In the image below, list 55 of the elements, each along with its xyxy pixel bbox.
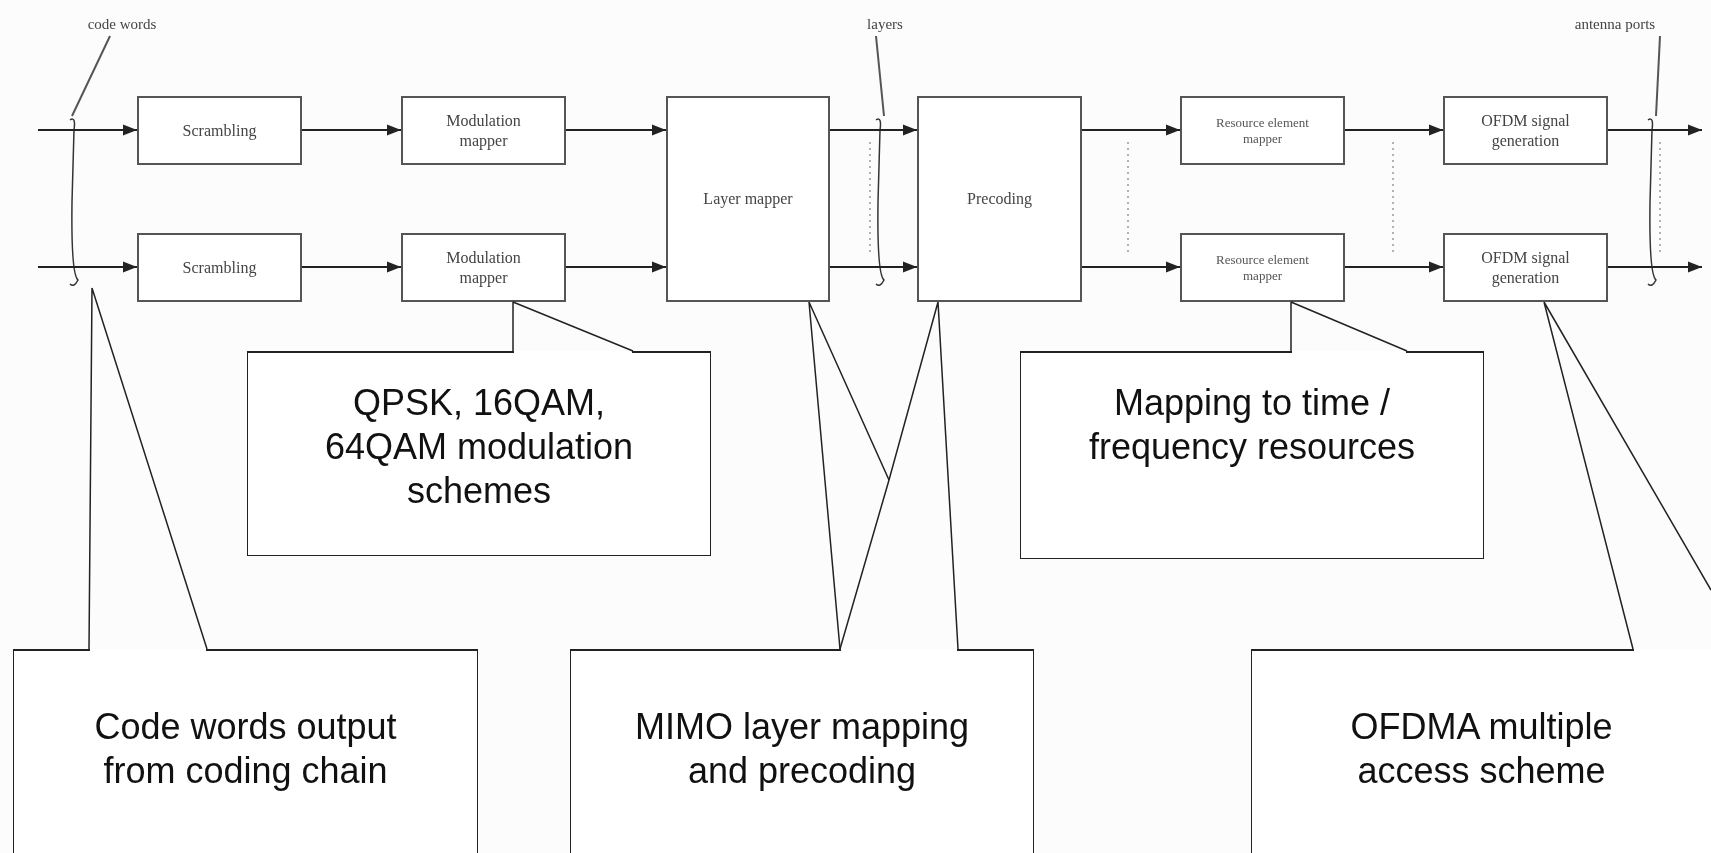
leader-line	[875, 35, 885, 117]
callout-pointer	[808, 301, 890, 650]
process-box	[137, 233, 302, 302]
node-text: Precoding	[967, 189, 1032, 209]
callout-box	[1020, 351, 1484, 559]
process-box	[917, 96, 1082, 302]
process-box	[401, 233, 566, 302]
node-text: Code words output from coding chain	[93, 705, 398, 793]
arrow	[37, 261, 138, 273]
node-text: OFDM signal generation	[1480, 247, 1571, 288]
node-text: OFDM signal generation	[1480, 110, 1571, 151]
arrow	[1081, 261, 1181, 273]
process-box	[1443, 233, 1608, 302]
node-text: QPSK, 16QAM, 64QAM modulation schemes	[323, 381, 635, 513]
arrow	[301, 261, 402, 273]
process-box	[137, 96, 302, 165]
node-text: OFDMA multiple access scheme	[1349, 705, 1614, 793]
node-text: Resource element mapper	[1215, 114, 1310, 147]
node-text: Mapping to time / frequency resources	[1087, 381, 1417, 469]
callout-pointer	[88, 287, 208, 650]
callout-box	[247, 351, 711, 556]
callout-box	[13, 649, 478, 853]
leader-line	[1655, 35, 1661, 117]
node-text: layers	[867, 14, 903, 34]
node-text: Scrambling	[182, 257, 257, 278]
arrow	[829, 261, 918, 273]
process-box	[1443, 96, 1608, 165]
callout-box	[570, 649, 1034, 853]
arrow	[1081, 124, 1181, 136]
arrow	[1607, 261, 1703, 273]
node-text: antenna ports	[1574, 14, 1656, 34]
arrow	[1607, 124, 1703, 136]
process-box	[401, 96, 566, 165]
node-text: Scrambling	[182, 120, 257, 141]
node-text: Resource element mapper	[1215, 251, 1310, 284]
node-text: MIMO layer mapping and precoding	[633, 705, 971, 793]
arrow	[1344, 124, 1444, 136]
callout-pointer	[1290, 301, 1408, 352]
process-box	[666, 96, 830, 302]
callout-pointer	[512, 301, 634, 352]
node-text: Layer mapper	[703, 189, 793, 209]
arrow	[37, 124, 138, 136]
arrow	[565, 124, 667, 136]
callout-pointer	[839, 301, 959, 650]
process-box	[1180, 233, 1345, 302]
arrow	[565, 261, 667, 273]
arrow	[1344, 261, 1444, 273]
callout-pointer	[1543, 301, 1711, 650]
process-box	[1180, 96, 1345, 165]
arrow	[301, 124, 402, 136]
arrow	[829, 124, 918, 136]
node-text: Modulation mapper	[445, 110, 522, 151]
node-text: code words	[87, 14, 157, 34]
node-text: Modulation mapper	[445, 247, 522, 288]
leader-line	[71, 35, 111, 117]
